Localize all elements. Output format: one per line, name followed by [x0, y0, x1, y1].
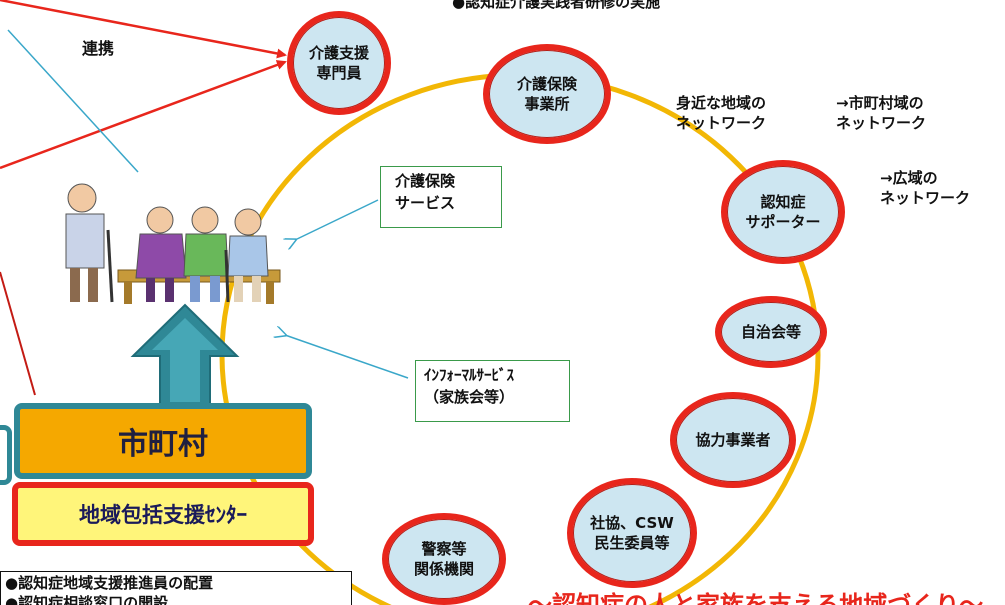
municipal-network-label: →市町村域の ネットワーク	[836, 94, 927, 133]
red-link-line	[0, 271, 36, 396]
insurance-service-box: 介護保険 サービス	[380, 166, 502, 228]
elderly-group-illustration	[65, 183, 281, 304]
node-police: 警察等 関係機関	[382, 513, 506, 605]
note-item: ●認知症相談窓口の開設	[5, 593, 169, 605]
informal-arrow	[285, 335, 409, 379]
notes-box: ●認知症地域支援推進員の配置 ●認知症相談窓口の開設	[0, 571, 352, 605]
note-item: ●認知症地域支援推進員の配置	[5, 574, 214, 592]
node-dementia-supporter: 認知症 サポーター	[721, 160, 845, 264]
insurance-arrow	[295, 199, 379, 240]
node-neighborhood-association: 自治会等	[715, 296, 827, 368]
link-label: 連携	[82, 39, 115, 58]
regional-network-label: →広域の ネットワーク	[880, 169, 971, 208]
node-welfare-council: 社協、CSW 民生委員等	[567, 478, 697, 588]
node-care-office: 介護保険 事業所	[483, 44, 611, 144]
municipality-edge	[0, 425, 12, 485]
support-center-box: 地域包括支援ｾﾝﾀｰ	[12, 482, 314, 546]
node-care-manager: 介護支援 専門員	[287, 11, 391, 115]
top-note: ●認知症介護実践者研修の実施	[452, 0, 661, 11]
bottom-slogan: 〜認知症の人と家族を支える地域づくり〜	[528, 591, 984, 605]
node-partner-business: 協力事業者	[670, 392, 796, 488]
blue-link-line	[7, 29, 139, 173]
informal-service-box: ｲﾝﾌｫｰﾏﾙｻｰﾋﾞｽ （家族会等）	[415, 360, 570, 422]
red-link-arrow	[0, 60, 287, 170]
red-link-arrow	[0, 0, 287, 59]
municipality-box: 市町村	[14, 403, 312, 479]
local-network-label: 身近な地域の ネットワーク	[676, 94, 767, 133]
